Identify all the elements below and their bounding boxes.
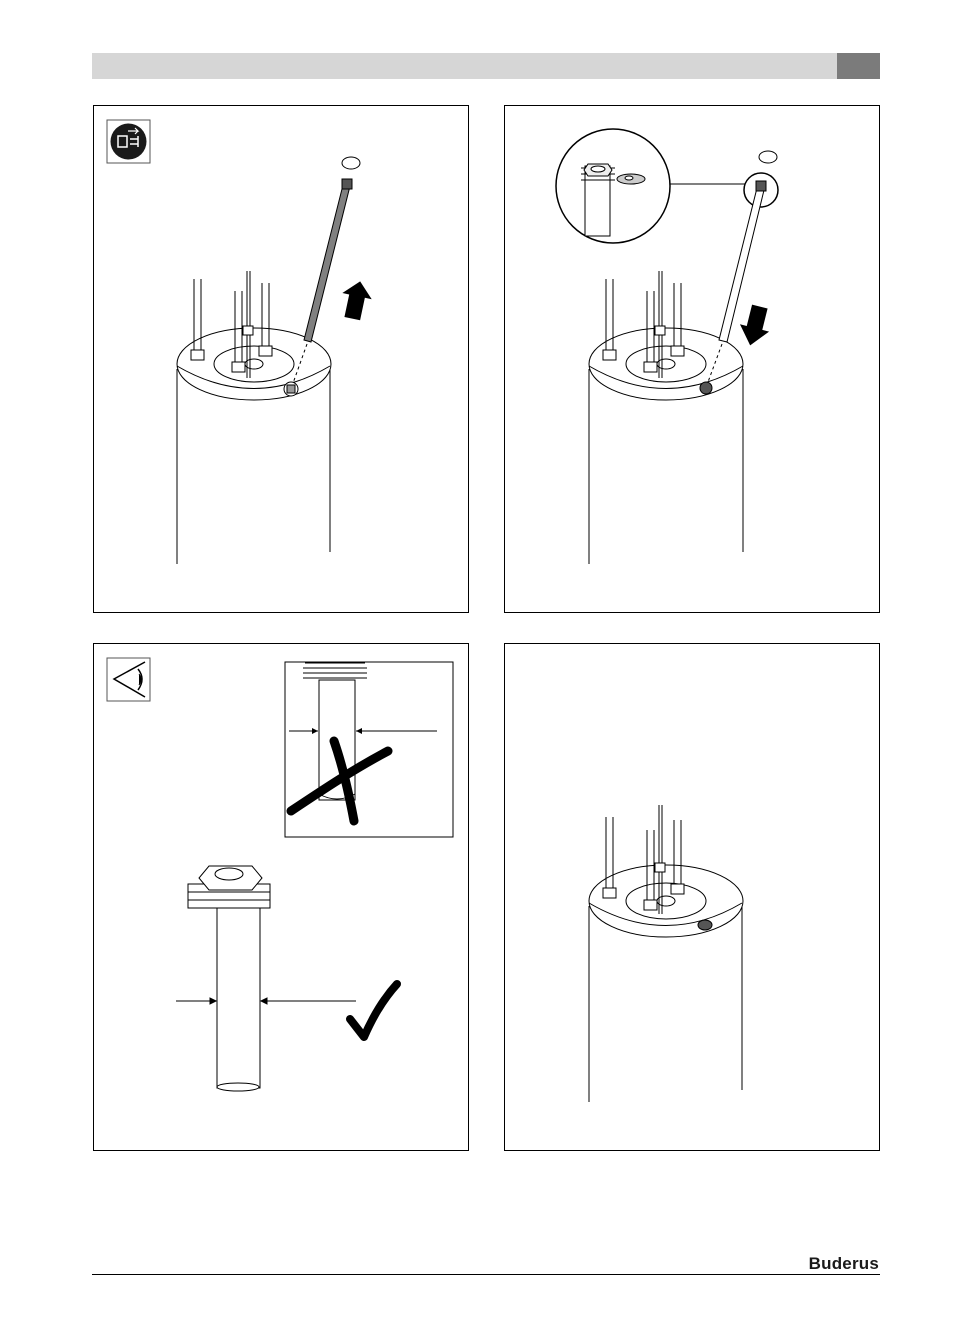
panel-anode-installed bbox=[504, 643, 880, 1151]
brand-logo: Buderus bbox=[809, 1254, 879, 1274]
header-tab bbox=[837, 53, 880, 79]
tank bbox=[589, 328, 743, 564]
header-bar bbox=[92, 53, 837, 79]
eye-inspect-icon bbox=[107, 658, 150, 701]
tank bbox=[177, 328, 331, 564]
check-icon bbox=[350, 984, 397, 1037]
panel-remove-anode bbox=[93, 105, 469, 613]
footer-rule bbox=[92, 1274, 880, 1275]
anode-cap bbox=[698, 920, 712, 930]
power-off-icon bbox=[107, 120, 150, 163]
good-anode bbox=[176, 866, 356, 1091]
arrow-up-icon bbox=[338, 278, 375, 321]
worn-anode-inset bbox=[285, 662, 453, 837]
arrow-down-icon bbox=[736, 303, 775, 349]
panel-inspect-anode bbox=[93, 643, 469, 1151]
tank bbox=[589, 865, 743, 1102]
panel-insert-anode bbox=[504, 105, 880, 613]
detail-magnifier bbox=[556, 129, 778, 243]
